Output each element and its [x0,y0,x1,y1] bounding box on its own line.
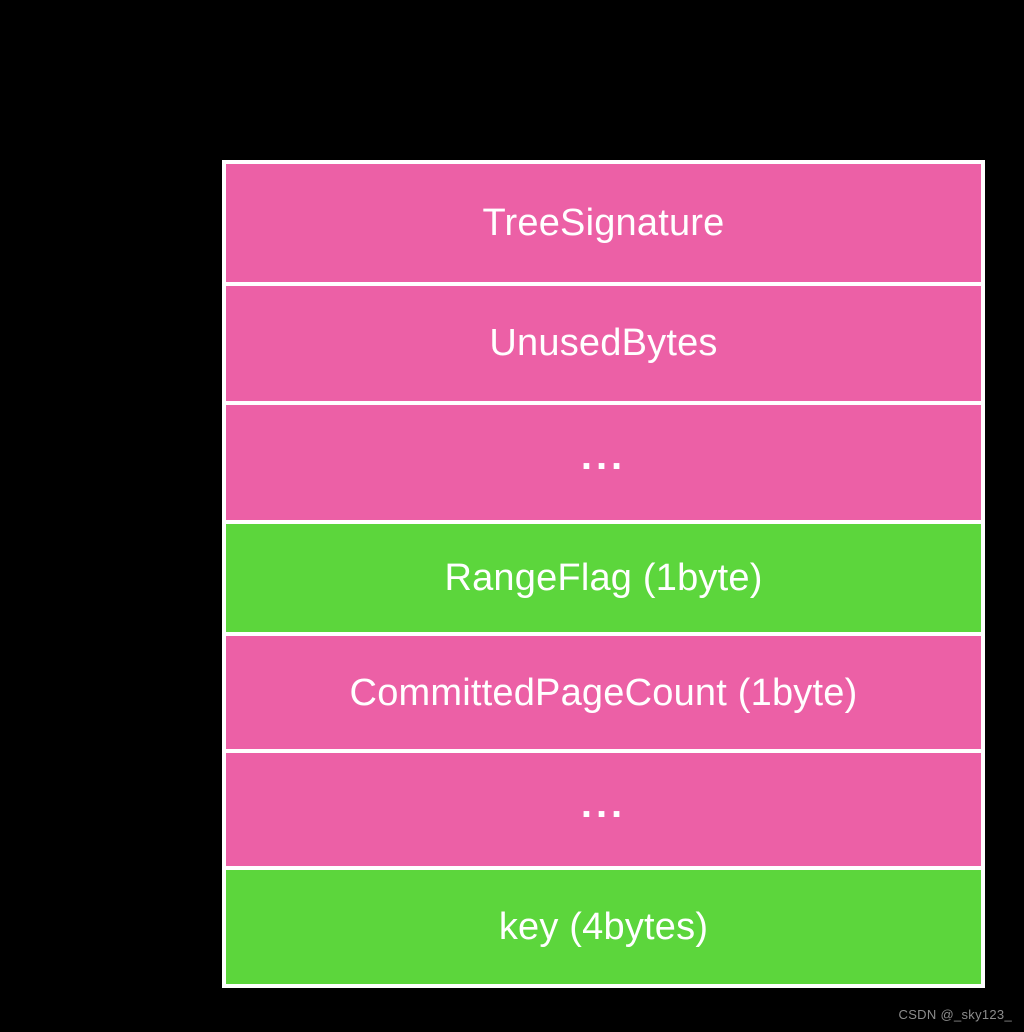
struct-row: TreeSignature [226,164,981,282]
struct-row-label: RangeFlag (1byte) [444,556,763,599]
struct-row: RangeFlag (1byte) [226,523,981,633]
struct-row: key (4bytes) [226,870,981,984]
struct-row: CommittedPageCount (1byte) [226,636,981,750]
struct-row-label: ... [580,434,627,479]
struct-row-label: CommittedPageCount (1byte) [349,671,858,714]
struct-row-label: UnusedBytes [489,322,718,365]
struct-row: ... [226,753,981,867]
struct-row-label: TreeSignature [482,201,725,244]
struct-row: UnusedBytes [226,285,981,401]
struct-row: ... [226,404,981,520]
struct-row-label: ... [580,781,627,826]
csdn-watermark: CSDN @_sky123_ [898,1007,1012,1022]
struct-row-label: key (4bytes) [498,906,709,949]
